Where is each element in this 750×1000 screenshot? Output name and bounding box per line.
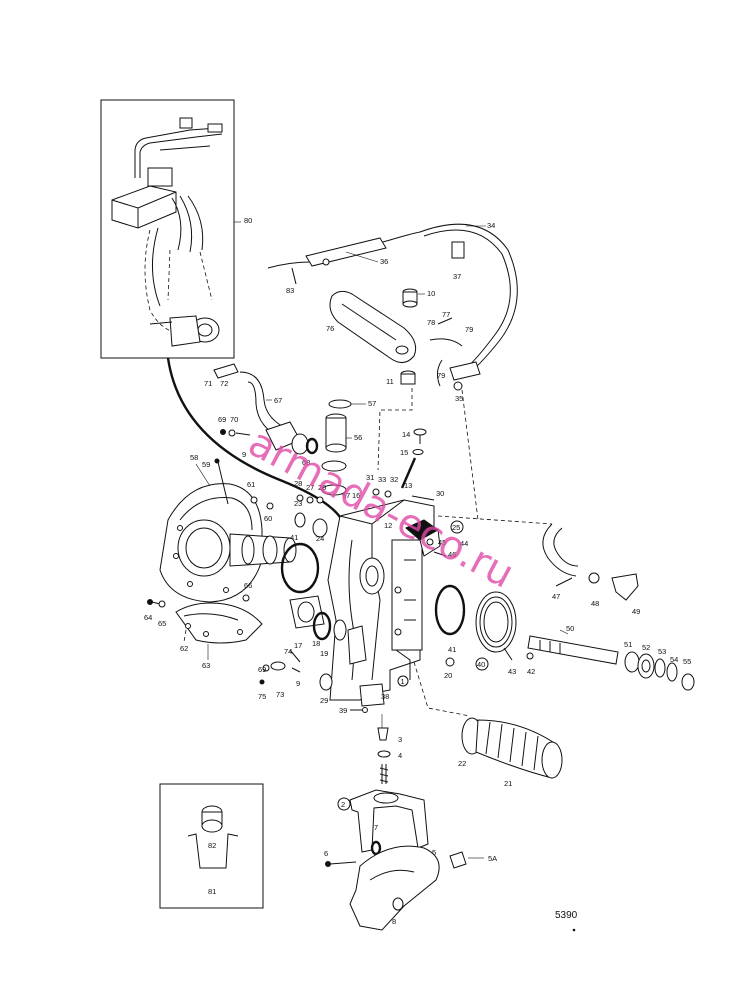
callout-3: 3: [398, 735, 402, 744]
callout-2: 2: [341, 800, 345, 809]
callout-64: 64: [144, 613, 152, 622]
callout-70: 70: [230, 415, 238, 424]
callout-7: 7: [374, 823, 378, 832]
callout-65: 65: [158, 619, 166, 628]
callout-49: 49: [632, 607, 640, 616]
callout-76: 76: [326, 324, 334, 333]
callout-9b: 9: [296, 679, 300, 688]
callout-27: 27: [306, 483, 314, 492]
callout-14: 14: [402, 430, 410, 439]
callout-77: 77: [442, 310, 450, 319]
callout-69a: 69: [218, 415, 226, 424]
callout-5: 5: [432, 848, 436, 857]
figure-number: 5390: [555, 910, 578, 921]
callout-81: 81: [208, 887, 216, 896]
callout-37: 37: [453, 272, 461, 281]
callout-52: 52: [642, 643, 650, 652]
callout-15: 15: [400, 448, 408, 457]
callout-26: 26: [318, 483, 326, 492]
callout-41b: 41: [448, 645, 456, 654]
callout-24: 24: [316, 534, 324, 543]
callout-57a: 57: [368, 399, 376, 408]
callout-5a: 5A: [488, 854, 497, 863]
callout-45: 45: [438, 538, 446, 547]
callout-55: 55: [683, 657, 691, 666]
callout-25: 25: [452, 523, 460, 532]
callout-38: 38: [381, 692, 389, 701]
callout-43: 43: [508, 667, 516, 676]
callout-80: 80: [244, 216, 252, 225]
bearing-housing: [159, 483, 297, 603]
callout-79b: 79: [437, 371, 445, 380]
callout-44: 44: [460, 539, 468, 548]
callout-74: 74: [284, 647, 292, 656]
callout-69b: 69: [258, 665, 266, 674]
callout-71: 71: [204, 379, 212, 388]
callout-59: 59: [202, 460, 210, 469]
callout-73: 73: [276, 690, 284, 699]
inset-80-box: [100, 99, 235, 359]
callout-13: 13: [404, 481, 412, 490]
callout-31: 31: [366, 473, 374, 482]
callout-1: 1: [401, 677, 405, 686]
callout-60: 60: [264, 514, 272, 523]
callout-56: 56: [354, 433, 362, 442]
callout-9a: 9: [242, 450, 246, 459]
callout-21: 21: [504, 779, 512, 788]
inset-81-82-box: [159, 783, 264, 909]
callout-51: 51: [624, 640, 632, 649]
callout-79a: 79: [465, 325, 473, 334]
callout-54: 54: [670, 655, 678, 664]
callout-18: 18: [312, 639, 320, 648]
callout-47: 47: [552, 592, 560, 601]
callout-40: 40: [477, 660, 485, 669]
callout-57b: 57: [342, 491, 350, 500]
callout-53: 53: [658, 647, 666, 656]
callout-19: 19: [320, 649, 328, 658]
callout-30: 30: [436, 489, 444, 498]
callout-36: 36: [380, 257, 388, 266]
callout-16: 16: [352, 491, 360, 500]
callout-72: 72: [220, 379, 228, 388]
callout-35: 35: [455, 394, 463, 403]
callout-28: 28: [294, 479, 302, 488]
callout-83: 83: [286, 286, 294, 295]
callout-11: 11: [386, 377, 394, 386]
callout-75: 75: [258, 692, 266, 701]
callout-6: 6: [324, 849, 328, 858]
callout-61: 61: [247, 480, 255, 489]
steering-fork: [349, 789, 429, 853]
callout-32: 32: [390, 475, 398, 484]
callout-23: 23: [294, 499, 302, 508]
callout-58: 58: [190, 453, 198, 462]
callout-39: 39: [339, 706, 347, 715]
callout-46: 46: [448, 550, 456, 559]
callout-78: 78: [427, 318, 435, 327]
callout-29: 29: [320, 696, 328, 705]
callout-41a: 41: [290, 533, 298, 542]
callout-68: 68: [302, 458, 310, 467]
intermediate-housing: [327, 499, 435, 707]
callout-82: 82: [208, 841, 216, 850]
callout-48: 48: [591, 599, 599, 608]
callout-10: 10: [427, 289, 435, 298]
callout-66: 66: [244, 581, 252, 590]
callout-62: 62: [180, 644, 188, 653]
callout-33: 33: [378, 475, 386, 484]
callout-8: 8: [392, 917, 396, 926]
callout-50: 50: [566, 624, 574, 633]
callout-17: 17: [294, 641, 302, 650]
callout-42: 42: [527, 667, 535, 676]
callout-20: 20: [444, 671, 452, 680]
callout-22: 22: [458, 759, 466, 768]
callout-63: 63: [202, 661, 210, 670]
callout-4: 4: [398, 751, 402, 760]
callout-12: 12: [384, 521, 392, 530]
callout-67: 67: [274, 396, 282, 405]
callout-34: 34: [487, 221, 495, 230]
